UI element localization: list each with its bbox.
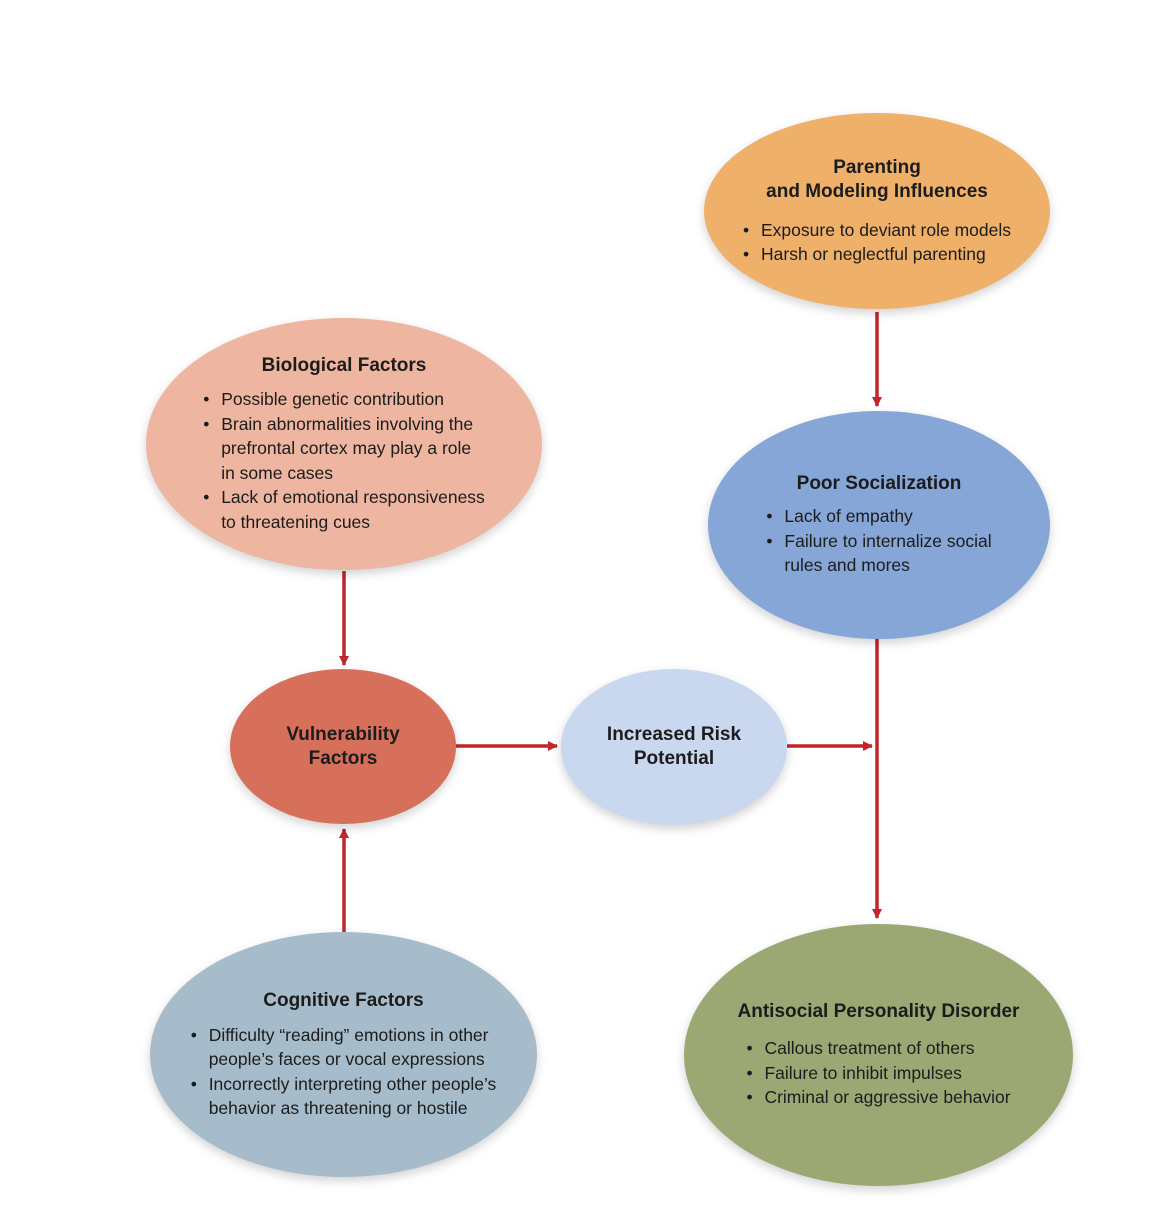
- increased-risk-title-line-1: Increased Risk: [606, 724, 742, 745]
- antisocial-personality-disorder-title: Antisocial Personality Disorder: [738, 1000, 1020, 1024]
- biological-factors-title: Biological Factors: [262, 354, 427, 378]
- poor-socialization-bullet-list: Lack of empathy Failure to internalize s…: [766, 504, 991, 578]
- poor-socialization-bullet: Failure to internalize social rules and …: [766, 529, 991, 578]
- biological-factors-node: Biological Factors Possible genetic cont…: [146, 318, 542, 570]
- parenting-bullet: Exposure to deviant role models: [743, 218, 1011, 243]
- biological-factors-title-line: Biological Factors: [261, 355, 427, 376]
- increased-risk-node: Increased Risk Potential: [561, 669, 787, 825]
- bullet-line: Incorrectly interpreting other people’s: [208, 1073, 497, 1094]
- antisocial-bullet: Callous treatment of others: [746, 1036, 1010, 1061]
- increased-risk-title: Increased Risk Potential: [607, 723, 741, 771]
- biological-bullet: Lack of emotional responsiveness to thre…: [203, 485, 485, 534]
- bullet-line: to threatening cues: [221, 511, 371, 532]
- antisocial-bullet-list: Callous treatment of others Failure to i…: [746, 1036, 1010, 1110]
- bullet-line: Possible genetic contribution: [221, 389, 444, 409]
- biological-bullet: Brain abnormalities involving the prefro…: [203, 412, 485, 486]
- poor-socialization-node: Poor Socialization Lack of empathy Failu…: [708, 411, 1050, 639]
- parenting-title-line-1: Parenting: [833, 156, 921, 178]
- antisocial-title-line: Antisocial Personality Disorder: [737, 1001, 1020, 1023]
- cognitive-factors-title: Cognitive Factors: [263, 989, 423, 1013]
- biological-bullet-list: Possible genetic contribution Brain abno…: [203, 387, 485, 534]
- cognitive-bullet: Incorrectly interpreting other people’s …: [191, 1072, 497, 1121]
- cognitive-bullet: Difficulty “reading” emotions in other p…: [191, 1023, 497, 1072]
- bullet-line: rules and mores: [784, 555, 910, 576]
- bullet-line: Lack of empathy: [784, 506, 913, 527]
- antisocial-bullet: Criminal or aggressive behavior: [746, 1085, 1010, 1110]
- parenting-bullet-list: Exposure to deviant role models Harsh or…: [743, 218, 1011, 267]
- bullet-line: Brain abnormalities involving the: [221, 413, 474, 434]
- bullet-line: prefrontal cortex may play a role: [221, 438, 472, 458]
- bullet-line: people’s faces or vocal expressions: [208, 1049, 485, 1069]
- poor-socialization-title-line: Poor Socialization: [796, 473, 962, 495]
- parenting-title: Parenting and Modeling Influences: [766, 156, 988, 204]
- cognitive-bullet-list: Difficulty “reading” emotions in other p…: [191, 1023, 497, 1121]
- bullet-line: behavior as threatening or hostile: [208, 1098, 468, 1118]
- poor-socialization-bullet: Lack of empathy: [766, 504, 991, 529]
- vulnerability-factors-title: Vulnerability Factors: [286, 723, 399, 771]
- antisocial-bullet: Failure to inhibit impulses: [746, 1061, 1010, 1086]
- bullet-line: Difficulty “reading” emotions in other: [208, 1024, 489, 1045]
- vulnerability-title-line-2: Factors: [308, 747, 378, 769]
- biological-bullet: Possible genetic contribution: [203, 387, 485, 412]
- parenting-node: Parenting and Modeling Influences Exposu…: [704, 113, 1050, 309]
- vulnerability-title-line-1: Vulnerability: [286, 723, 400, 745]
- cognitive-factors-title-line: Cognitive Factors: [263, 989, 424, 1011]
- cognitive-factors-node: Cognitive Factors Difficulty “reading” e…: [150, 932, 537, 1177]
- parenting-title-line-2: and Modeling Influences: [766, 180, 988, 202]
- antisocial-personality-disorder-node: Antisocial Personality Disorder Callous …: [684, 924, 1073, 1186]
- poor-socialization-title: Poor Socialization: [797, 472, 962, 496]
- increased-risk-title-line-2: Potential: [633, 748, 715, 769]
- bullet-line: Lack of emotional responsiveness: [221, 487, 485, 507]
- bullet-line: Failure to internalize social: [784, 530, 992, 551]
- bullet-line: in some cases: [221, 462, 334, 483]
- vulnerability-factors-node: Vulnerability Factors: [230, 669, 456, 824]
- parenting-bullet: Harsh or neglectful parenting: [743, 242, 1011, 267]
